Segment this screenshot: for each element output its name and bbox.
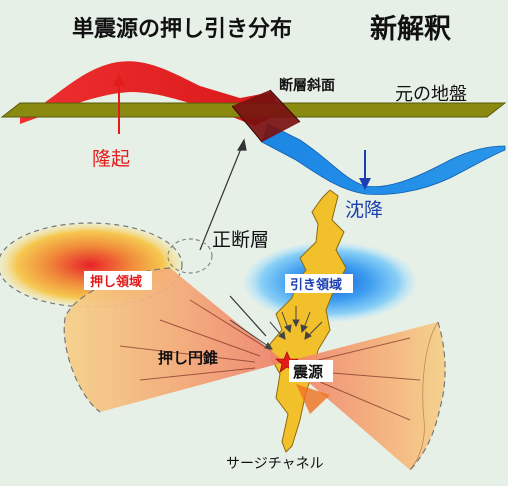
fault-slope-edge [231, 89, 301, 143]
fault-slope-label: 断層斜面 [279, 77, 335, 94]
flow-arrows [229, 306, 323, 350]
original-ground-label: 元の地盤 [395, 84, 467, 105]
push-cone-label: 押し円錐 [158, 349, 218, 367]
surge-channel [269, 189, 347, 453]
diagram-title: 単震源の押し引き分布 [72, 16, 292, 42]
hypocenter-label: 震源 [293, 363, 323, 381]
diagram-subtitle: 新解釈 [370, 13, 451, 45]
subsidence-arrow [359, 150, 371, 190]
push-cone-left [63, 267, 285, 413]
surge-channel-label: サージチャネル [226, 456, 324, 472]
uplift-arrow [113, 74, 125, 134]
leader-lines [199, 138, 267, 337]
normal-fault-label: 正断層 [212, 229, 269, 251]
ground-cross-section [0, 61, 507, 195]
pull-region-label: 引き領域 [290, 277, 342, 293]
normal-fault-marker [167, 238, 213, 274]
push-region-label: 押し領域 [90, 274, 142, 290]
hypocenter-label-bg [289, 360, 333, 382]
subsidence-label: 沈降 [345, 199, 383, 221]
uplift-label: 隆起 [92, 148, 130, 170]
push-region-label-bg [84, 271, 152, 290]
push-cone-right [285, 321, 446, 471]
pull-region-label-bg [285, 274, 353, 293]
fault-slope-block [232, 90, 300, 142]
fault-slope-label-bg [276, 75, 346, 95]
subsidence-band [261, 123, 506, 195]
